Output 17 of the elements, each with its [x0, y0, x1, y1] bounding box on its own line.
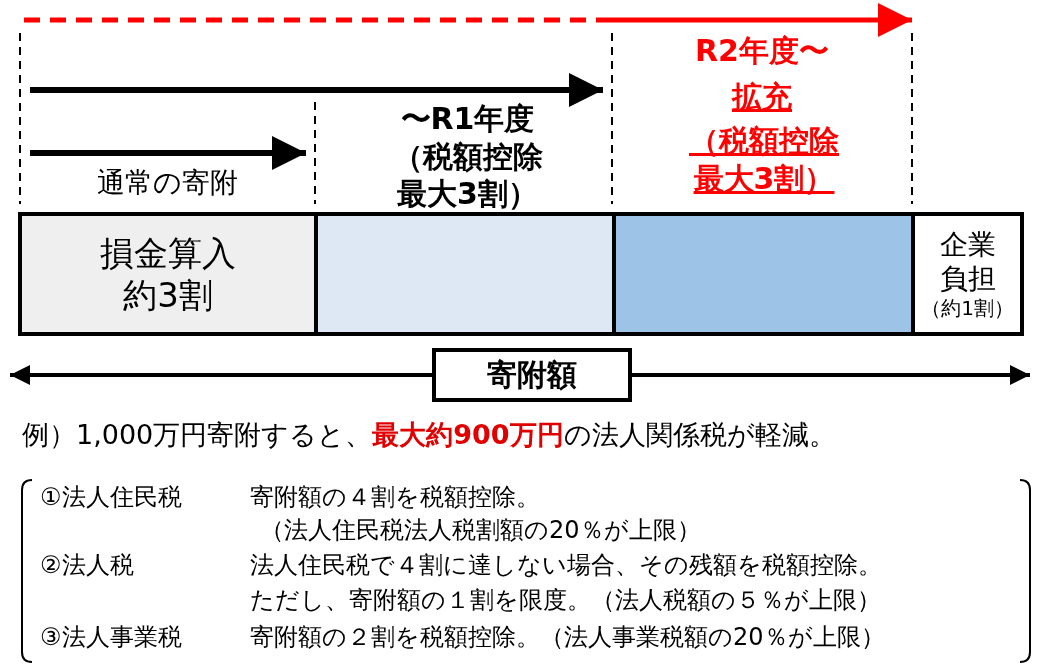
- tax-rule: 寄附額の２割を税額控除。（法人事業税額の20％が上限）: [250, 622, 885, 652]
- tax-name: ②法人税: [40, 550, 134, 580]
- tax-name: ③法人事業税: [40, 622, 182, 652]
- box-note: （約1割）: [921, 295, 1014, 320]
- example-text: 例）1,000万円寄附すると、最大約900万円の法人関係税が軽減。: [22, 418, 836, 452]
- box-heading: 企業負担: [938, 228, 997, 296]
- range-label: 通常の寄附: [96, 165, 239, 200]
- tax-rule: ただし、寄附額の１割を限度。（法人税額の５％が上限）: [250, 585, 881, 615]
- period-note: （税額控除最大3割）: [688, 122, 840, 197]
- period-heading: R2年度〜: [694, 32, 830, 70]
- tax-rule: 寄附額の４割を税額控除。: [250, 482, 540, 512]
- period-note: 拡充: [730, 78, 793, 116]
- period-note: 〜R1年度（税額控除最大3割）: [391, 100, 544, 213]
- label-box: 寄附額: [432, 348, 632, 402]
- tax-rule: （法人住民税法人税割額の20％が上限）: [260, 515, 701, 545]
- tax-rule: 法人住民税で４割に達しない場合、その残額を税額控除。: [250, 550, 882, 580]
- tax-name: ①法人住民税: [40, 482, 182, 512]
